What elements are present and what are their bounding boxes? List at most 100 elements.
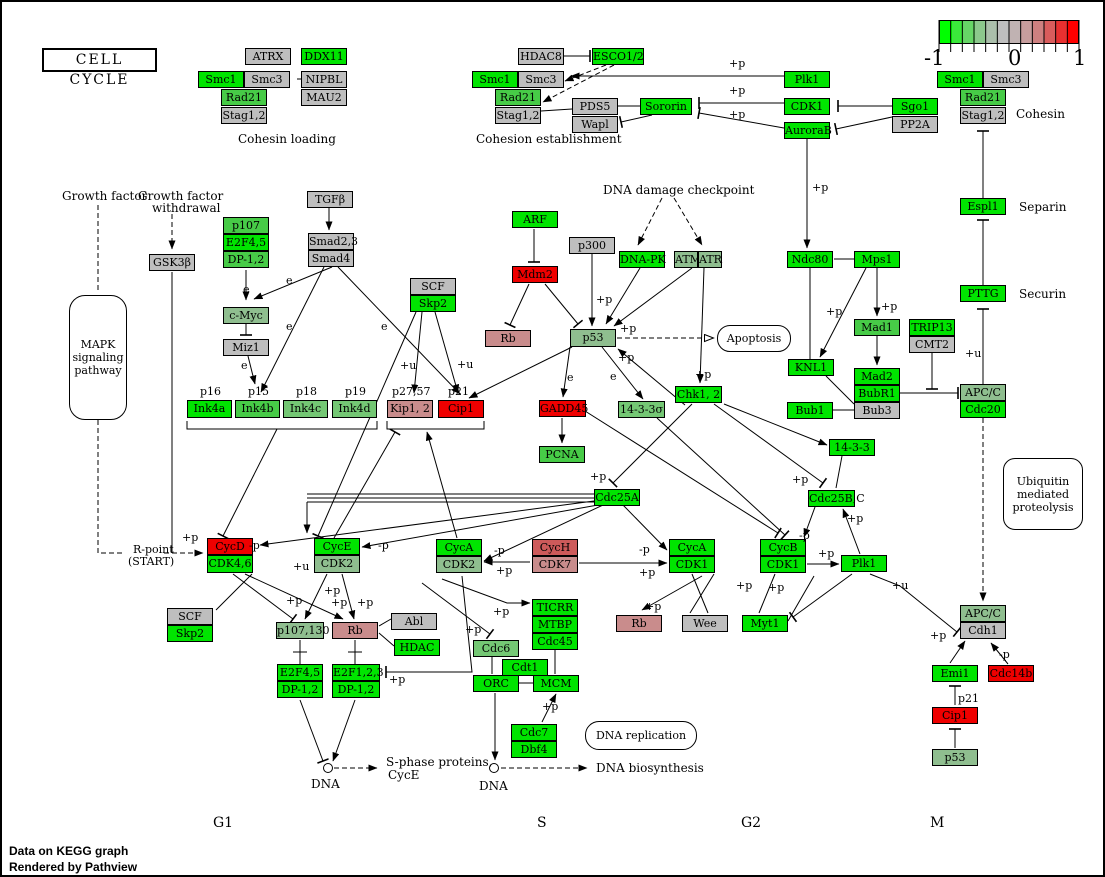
node-bub3[interactable]: Bub3 [854,402,900,419]
node-cycd[interactable]: CycD [207,538,253,555]
node-rb[interactable]: Rb [332,622,378,639]
node-cip1[interactable]: Cip1 [932,707,978,724]
node-dp-1-2[interactable]: DP-1,2 [332,681,380,698]
node-smc1[interactable]: Smc1 [198,71,244,88]
node-plk1[interactable]: Plk1 [784,71,830,88]
node-knl1[interactable]: KNL1 [788,359,834,376]
node-mad1[interactable]: Mad1 [854,319,900,336]
node-pds5[interactable]: PDS5 [572,98,618,115]
node-scf[interactable]: SCF [410,278,456,295]
node-p53[interactable]: p53 [570,329,616,347]
node-arf[interactable]: ARF [512,211,558,228]
node-mtbp[interactable]: MTBP [532,616,578,633]
node-cdk2[interactable]: CDK2 [436,556,482,573]
node-hdac[interactable]: HDAC [394,639,440,656]
node-apc-c[interactable]: APC/C [960,384,1006,401]
node-miz1[interactable]: Miz1 [223,339,269,356]
node-gsk3[interactable]: GSK3β [149,254,195,271]
node-cdh1[interactable]: Cdh1 [960,622,1006,639]
node-c-myc[interactable]: c-Myc [223,307,269,324]
node-p107[interactable]: p107 [223,217,269,234]
node-p300[interactable]: p300 [569,237,615,254]
node-stag1-2[interactable]: Stag1,2 [221,107,267,124]
node-ticrr[interactable]: TICRR [532,599,578,616]
node-cdk1[interactable]: CDK1 [760,556,806,573]
node-mps1[interactable]: Mps1 [854,251,900,268]
node-sororin[interactable]: Sororin [640,98,692,115]
node-cip1[interactable]: Cip1 [438,400,484,418]
node-cych[interactable]: CycH [532,539,578,556]
node-cdc14b[interactable]: Cdc14b [988,665,1034,682]
node-ndc80[interactable]: Ndc80 [787,251,833,268]
node-rad21[interactable]: Rad21 [495,89,541,106]
node-hdac8[interactable]: HDAC8 [518,48,564,65]
node-cdt1[interactable]: Cdt1 [502,659,548,676]
compartment-dna-replication[interactable]: DNA replication [585,721,697,750]
node-cdk4-6[interactable]: CDK4,6 [207,555,253,573]
node-aurorab[interactable]: AuroraB [784,122,832,139]
node-smc3[interactable]: Smc3 [518,71,564,88]
node-dp-1-2[interactable]: DP-1,2 [223,251,269,268]
node-sgo1[interactable]: Sgo1 [892,98,938,115]
node-espl1[interactable]: Espl1 [960,198,1006,215]
node-nipbl[interactable]: NIPBL [301,71,347,88]
node-pp2a[interactable]: PP2A [892,116,938,133]
node-pcna[interactable]: PCNA [539,446,585,463]
node-bubr1[interactable]: BubR1 [854,385,900,402]
node-cdc25b-c[interactable]: Cdc25B,C [808,490,865,507]
node-stag1-2[interactable]: Stag1,2 [960,107,1006,124]
node-wee[interactable]: Wee [682,615,728,632]
node-emi1[interactable]: Emi1 [932,665,978,682]
node-mcm[interactable]: MCM [533,675,579,692]
node-cdc20[interactable]: Cdc20 [960,401,1006,418]
node-cyca[interactable]: CycA [436,539,482,556]
node-skp2[interactable]: Skp2 [410,295,456,312]
node-myt1[interactable]: Myt1 [742,615,788,632]
node-plk1[interactable]: Plk1 [841,555,887,572]
node-cyce[interactable]: CycE [314,538,360,555]
node-esco1-2[interactable]: ESCO1/2 [592,48,644,65]
node-e2f1-2-3[interactable]: E2F1,2,3 [332,664,384,681]
node-cdc25a[interactable]: Cdc25A [594,489,640,506]
node-ink4a[interactable]: Ink4a [187,400,232,418]
node-orc[interactable]: ORC [473,675,519,692]
node-smc1[interactable]: Smc1 [937,71,983,88]
node-apc-c[interactable]: APC/C [960,605,1006,622]
node-cdc6[interactable]: Cdc6 [473,640,519,657]
node-cdc7[interactable]: Cdc7 [511,724,557,741]
node-abl[interactable]: Abl [391,613,437,630]
node-rad21[interactable]: Rad21 [221,89,267,106]
node-cmt2[interactable]: CMT2 [909,336,955,353]
node-chk1-2[interactable]: Chk1, 2 [675,386,722,403]
node-ink4c[interactable]: Ink4c [283,400,328,418]
node-trip13[interactable]: TRIP13 [909,319,955,336]
node-p53[interactable]: p53 [932,749,978,766]
node-e2f4-5[interactable]: E2F4,5 [223,234,269,251]
node-tgf[interactable]: TGFβ [307,191,353,208]
node-cdk2[interactable]: CDK2 [314,555,360,573]
node-bub1[interactable]: Bub1 [787,402,833,419]
node-smc3[interactable]: Smc3 [244,71,290,88]
node-cdk1[interactable]: CDK1 [669,556,715,573]
node-dbf4[interactable]: Dbf4 [511,741,557,758]
node-skp2[interactable]: Skp2 [167,625,213,642]
node-mau2[interactable]: MAU2 [301,89,347,106]
node-kip1-2[interactable]: Kip1, 2 [387,400,433,418]
node-smad2-3[interactable]: Smad2,3 [308,233,359,250]
node-atr[interactable]: ATR [698,251,722,268]
node-p107-130[interactable]: p107,130 [276,622,330,639]
node-smad4[interactable]: Smad4 [308,250,354,267]
node-cdk1[interactable]: CDK1 [784,98,830,115]
node-cycb[interactable]: CycB [760,539,806,556]
node-e2f4-5[interactable]: E2F4,5 [277,664,323,681]
node-scf[interactable]: SCF [167,608,213,625]
node-smc1[interactable]: Smc1 [472,71,518,88]
node-mdm2[interactable]: Mdm2 [512,266,558,283]
node-pttg[interactable]: PTTG [960,285,1006,302]
node-stag1-2[interactable]: Stag1,2 [495,107,541,124]
node-dna-pk[interactable]: DNA-PK [619,251,666,268]
node-mad2[interactable]: Mad2 [854,368,900,385]
node-atm[interactable]: ATM [674,251,701,268]
node-gadd45[interactable]: GADD45 [539,400,589,417]
